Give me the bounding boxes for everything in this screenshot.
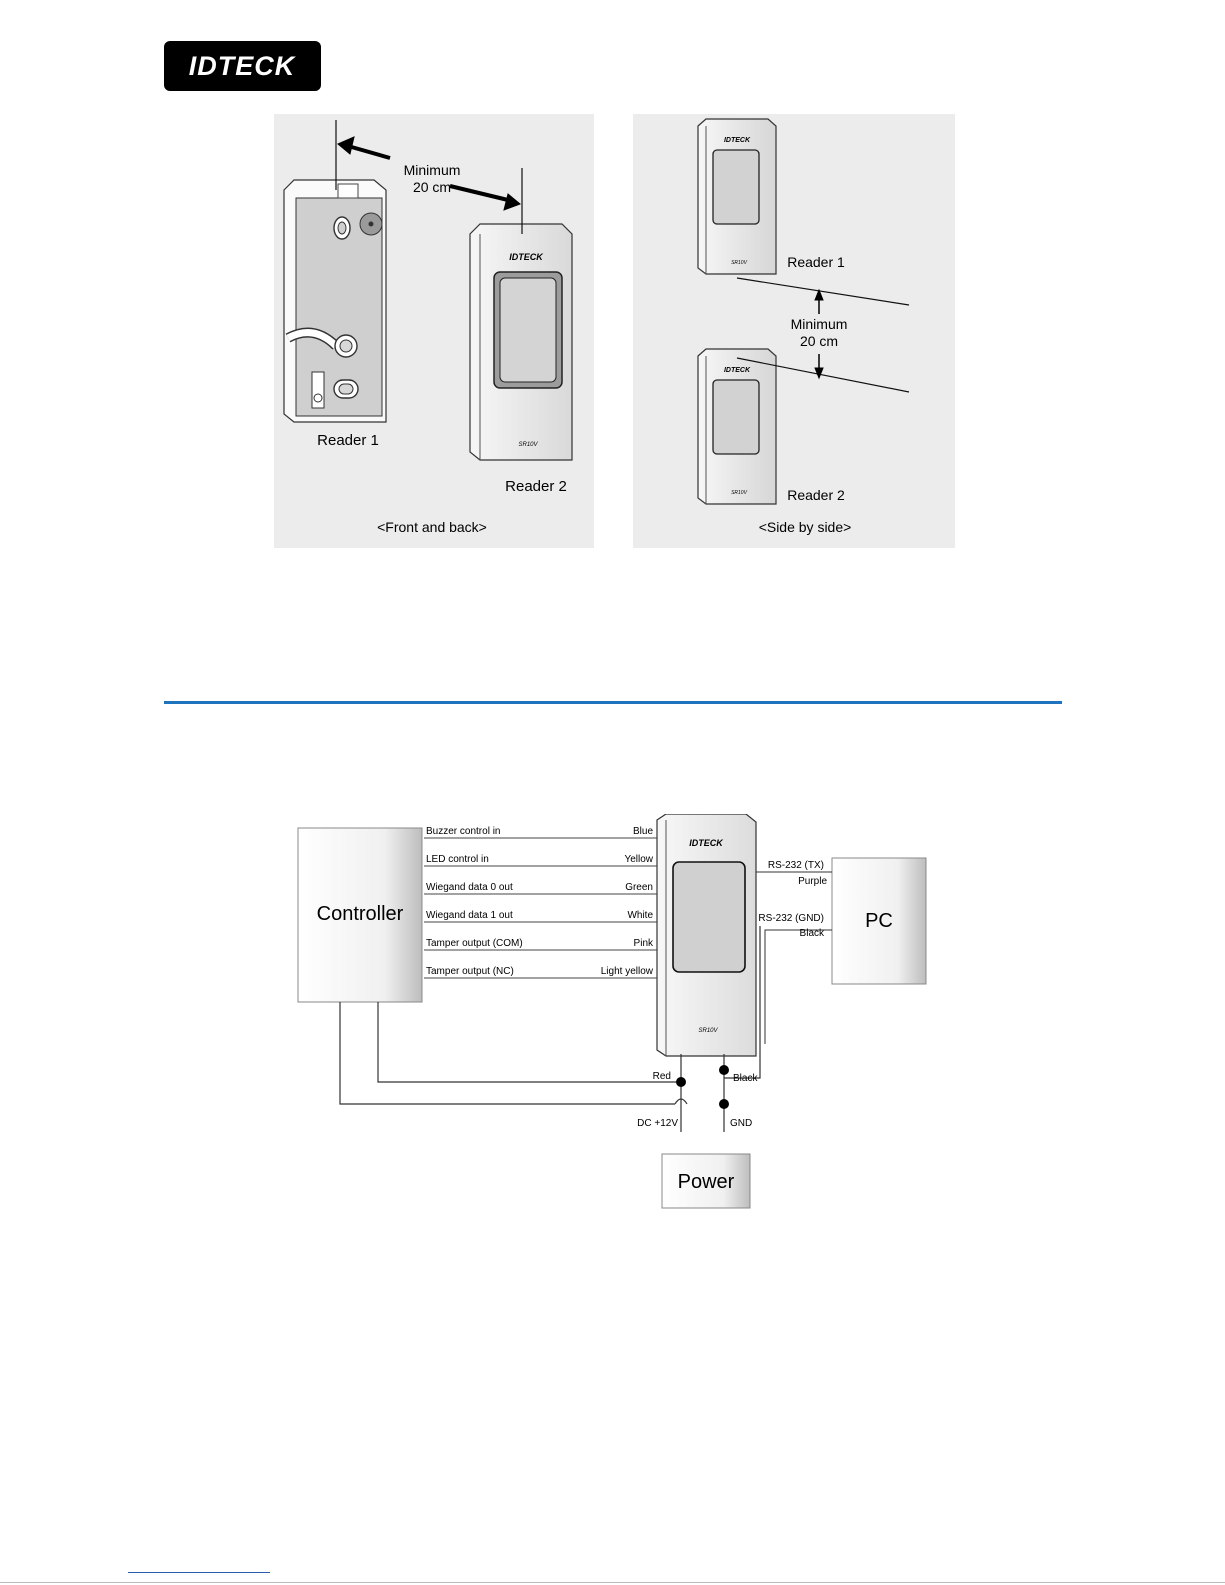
reader1-ref-line — [736, 277, 910, 306]
signal-name: Wiegand data 1 out — [426, 910, 513, 921]
signal-color: Green — [625, 882, 653, 893]
device-brand: IDTECK — [689, 838, 724, 848]
signal-color: White — [627, 910, 653, 921]
device-model: SR10V — [698, 1028, 718, 1034]
signal-wires — [424, 837, 657, 979]
reader2-model: SR10V — [518, 442, 538, 448]
section-divider — [164, 701, 1062, 704]
controller-label: Controller — [317, 903, 404, 925]
signal-name: Tamper output (COM) — [426, 938, 523, 949]
reader2-brand: IDTECK — [509, 252, 544, 262]
side-reader1-label: Reader 1 — [787, 254, 845, 270]
reader1-label: Reader 1 — [317, 432, 379, 449]
side-reader1-drawing: IDTECK SR10V — [697, 118, 777, 275]
footer-rule — [0, 1582, 1225, 1583]
reader2-label: Reader 2 — [505, 478, 567, 495]
arrow-right — [449, 184, 521, 211]
side-min-label-2: 20 cm — [800, 333, 838, 349]
signal-name: Tamper output (NC) — [426, 966, 514, 977]
power-label: Power — [678, 1171, 735, 1193]
idteck-logo: IDTECK — [164, 41, 321, 91]
rs232-tx-label: RS-232 (TX) — [768, 860, 824, 871]
pc-label: PC — [865, 910, 893, 932]
rs232-gnd-wire — [764, 929, 832, 1044]
signal-name: Wiegand data 0 out — [426, 882, 513, 893]
controller-box — [297, 827, 423, 1003]
rs232-gnd-label: RS-232 (GND) — [758, 913, 824, 924]
side-reader1-model: SR10V — [731, 260, 748, 266]
power-box — [661, 1153, 751, 1209]
gnd-junction — [719, 1099, 729, 1109]
rs232-gnd-color: Black — [800, 928, 825, 939]
signal-name: Buzzer control in — [426, 826, 500, 837]
signal-color: Light yellow — [601, 966, 654, 977]
power-wires — [339, 926, 761, 1132]
side-reader2-drawing: IDTECK SR10V — [697, 348, 777, 505]
min-gap-arrows — [814, 288, 824, 380]
reader-device: IDTECK SR10V — [656, 814, 757, 1057]
min-label-1: Minimum — [404, 162, 461, 178]
side-by-side-figure: IDTECK SR10V IDTECK SR10V Reader 1 Minim… — [633, 114, 955, 548]
signal-color: Pink — [634, 938, 654, 949]
arrow-left — [337, 136, 391, 160]
gnd-label: GND — [730, 1118, 752, 1129]
footer-link-underline — [128, 1572, 270, 1573]
black-junction — [719, 1065, 729, 1075]
pc-box — [831, 857, 927, 985]
reader1-back-drawing — [283, 179, 387, 423]
front-back-caption: <Front and back> — [377, 519, 487, 535]
front-back-figure: IDTECK SR10V Minimum 20 cm Reader 1 Read… — [274, 114, 594, 548]
side-reader2-model: SR10V — [731, 490, 748, 496]
side-reader2-brand: IDTECK — [724, 367, 751, 374]
side-caption: <Side by side> — [759, 519, 852, 535]
reader2-front-drawing: IDTECK SR10V — [469, 223, 573, 461]
side-reader1-brand: IDTECK — [724, 137, 751, 144]
dc12-label: DC +12V — [637, 1118, 678, 1129]
wiring-diagram: Controller PC Power IDTECK SR10V Buzzer … — [290, 814, 950, 1214]
signal-color: Blue — [633, 826, 653, 837]
signal-color: Yellow — [624, 854, 653, 865]
red-junction — [676, 1077, 686, 1087]
side-min-label-1: Minimum — [791, 316, 848, 332]
black-label: Black — [733, 1073, 758, 1084]
red-label: Red — [653, 1071, 671, 1082]
reader2-ref-line — [736, 357, 910, 393]
logo-text: IDTECK — [189, 51, 297, 81]
min-label-2: 20 cm — [413, 179, 451, 195]
signal-name: LED control in — [426, 854, 489, 865]
rs232-tx-color: Purple — [798, 876, 827, 887]
side-reader2-label: Reader 2 — [787, 487, 845, 503]
